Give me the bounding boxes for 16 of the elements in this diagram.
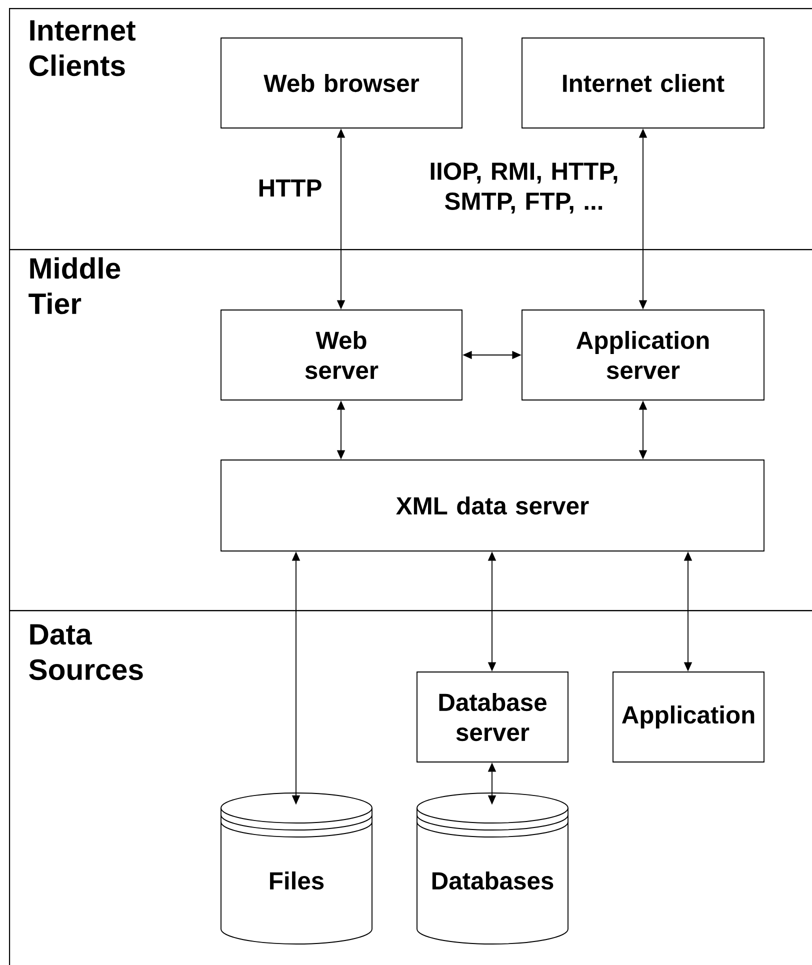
storage-cylinder: Files — [220, 792, 372, 944]
server-box: Web server — [220, 310, 462, 400]
server-box: Internet client — [522, 38, 764, 128]
storage-cylinder: Databases — [416, 792, 568, 944]
server-box: XML data server — [220, 460, 764, 552]
tier-heading: Internet Clients — [29, 20, 136, 76]
server-box: Web browser — [220, 38, 462, 128]
tier-heading: Data Sources — [29, 624, 143, 680]
edge-label: IIOP, RMI, HTTP, SMTP, FTP, ... — [420, 161, 628, 215]
tier-heading: Middle Tier — [28, 257, 120, 314]
server-box: Database server — [416, 672, 568, 762]
node-label: Files — [270, 871, 324, 890]
node-label: Databases — [432, 871, 554, 890]
edge-label: HTTP — [254, 178, 326, 198]
server-box: Application server — [522, 310, 764, 400]
server-box: Application — [612, 672, 764, 762]
